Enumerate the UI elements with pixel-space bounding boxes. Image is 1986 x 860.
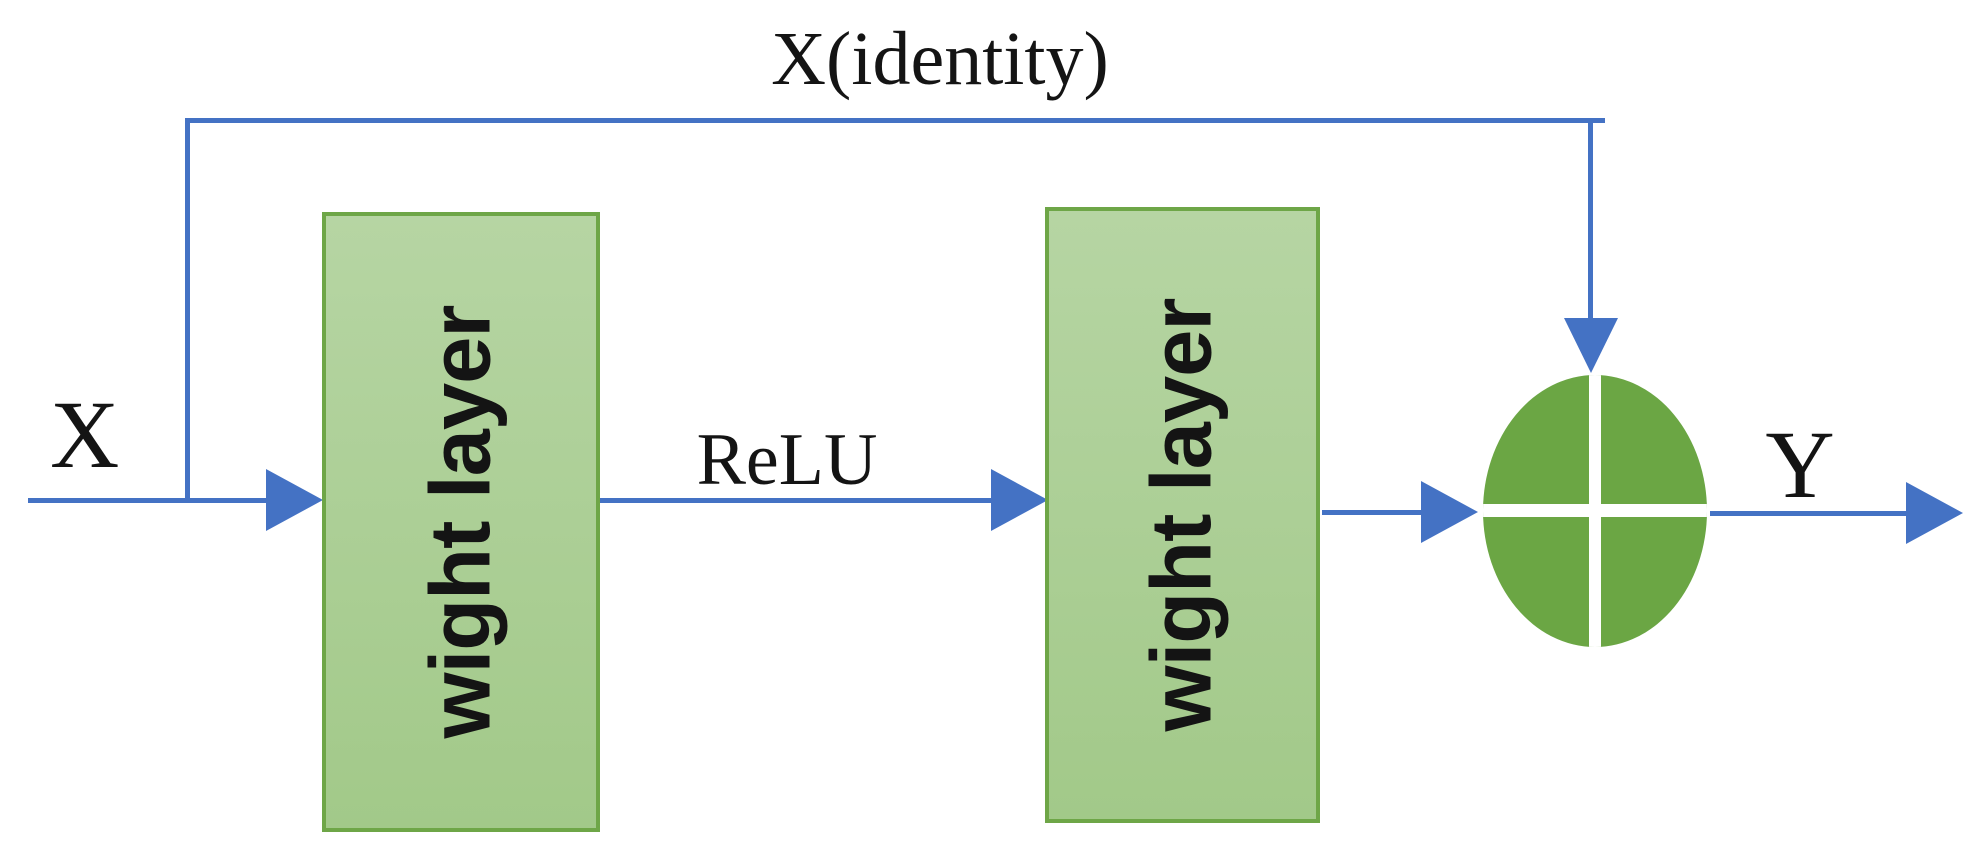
weight-layer-block-1: wight layer [322, 212, 600, 832]
output-arrowhead-icon [1906, 482, 1963, 544]
skip-connection-arrowhead-icon [1564, 318, 1618, 373]
skip-connection-left-line [185, 118, 190, 503]
weight-layer-label: wight layer [413, 305, 509, 739]
relu-line [600, 498, 992, 503]
weight-layer-label: wight layer [1134, 298, 1230, 732]
input-label: X [50, 381, 120, 488]
sum-input-line [1322, 510, 1422, 515]
plus-cross-horizontal-bar [1483, 504, 1707, 517]
output-line [1710, 511, 1906, 516]
relu-label: ReLU [696, 419, 878, 501]
output-label: Y [1765, 411, 1835, 518]
addition-node [1483, 375, 1707, 647]
input-arrowhead-icon [266, 469, 323, 531]
relu-arrowhead-icon [991, 469, 1048, 531]
skip-connection-right-line [1588, 118, 1593, 320]
identity-label: X(identity) [771, 17, 1109, 101]
weight-layer-block-2: wight layer [1045, 207, 1320, 823]
sum-input-arrowhead-icon [1421, 481, 1478, 543]
skip-connection-top-line [187, 118, 1605, 123]
input-line [28, 498, 268, 503]
